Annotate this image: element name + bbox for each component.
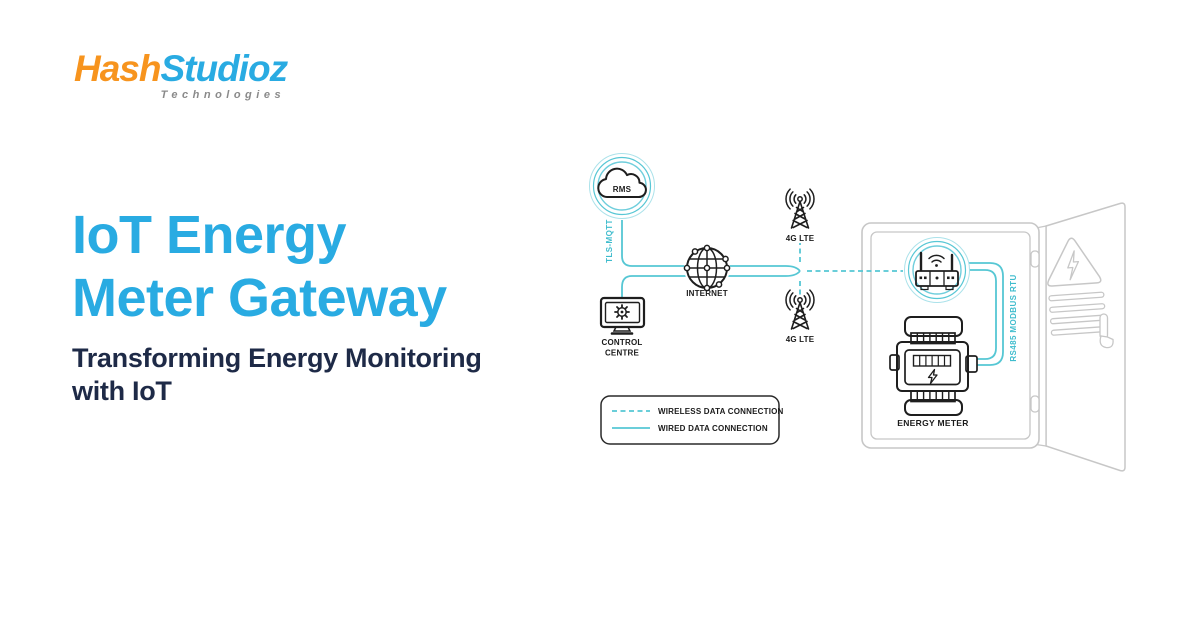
internet-globe-icon: INTERNET bbox=[683, 244, 731, 298]
control-centre-label-line1: CONTROL bbox=[602, 338, 643, 347]
cell-tower-top-icon bbox=[785, 188, 815, 229]
energy-meter-icon bbox=[889, 316, 978, 416]
lte-top-label: 4G LTE bbox=[786, 234, 815, 243]
brand-name-hash: Hash bbox=[74, 48, 161, 89]
page-subtitle-line2: with IoT bbox=[72, 376, 172, 406]
page-title: IoT Energy Meter Gateway bbox=[72, 204, 482, 330]
energy-meter-label: ENERGY METER bbox=[897, 418, 968, 428]
brand-name-studioz: Studioz bbox=[160, 48, 288, 89]
page-title-line1: IoT Energy bbox=[72, 205, 347, 265]
lte-bottom-label: 4G LTE bbox=[786, 335, 815, 344]
page-subtitle: Transforming Energy Monitoring with IoT bbox=[72, 342, 482, 408]
hinge-bottom bbox=[1030, 395, 1040, 413]
gateway-router-node bbox=[904, 237, 970, 303]
control-centre-node: CONTROL CENTRE bbox=[599, 296, 646, 358]
rs485-wire-outer bbox=[959, 262, 1004, 366]
door-vent-slats bbox=[1048, 291, 1107, 336]
brand-tagline: Technologies bbox=[160, 89, 286, 101]
cloud-icon: RMS bbox=[597, 167, 647, 199]
warning-triangle-icon bbox=[1047, 237, 1102, 287]
rs485-wire-inner bbox=[959, 269, 997, 360]
hinge-top bbox=[1030, 250, 1040, 268]
door-handle bbox=[1099, 313, 1114, 349]
page-subtitle-line1: Transforming Energy Monitoring bbox=[72, 343, 482, 373]
iot-architecture-diagram: TLS-MQTT RS485 MODBUS RTU RMS INT bbox=[589, 153, 1126, 472]
energy-meter-node: ENERGY METER bbox=[889, 316, 978, 428]
monitor-gear-icon bbox=[599, 296, 646, 335]
control-centre-label-line2: CENTRE bbox=[605, 349, 640, 358]
rs485-modbus-label: RS485 MODBUS RTU bbox=[1009, 274, 1018, 361]
tls-mqtt-label: TLS-MQTT bbox=[605, 219, 614, 263]
brand-name: HashStudioz bbox=[74, 48, 288, 89]
internet-label: INTERNET bbox=[686, 289, 728, 298]
brand-logo: HashStudioz Technologies bbox=[74, 48, 288, 101]
wired-connections bbox=[621, 220, 1004, 366]
legend-wired-label: WIRED DATA CONNECTION bbox=[658, 424, 768, 433]
page-title-line2: Meter Gateway bbox=[72, 268, 447, 328]
wireless-connections bbox=[799, 243, 903, 295]
router-icon bbox=[915, 251, 959, 291]
rms-cloud-node: RMS bbox=[589, 153, 655, 219]
legend: WIRELESS DATA CONNECTION WIRED DATA CONN… bbox=[600, 395, 784, 445]
hero-text-block: IoT Energy Meter Gateway Transforming En… bbox=[72, 204, 482, 408]
cabinet-door bbox=[1032, 202, 1126, 472]
cell-tower-bottom-icon bbox=[785, 289, 815, 330]
rms-label: RMS bbox=[613, 185, 632, 194]
legend-wireless-label: WIRELESS DATA CONNECTION bbox=[658, 407, 784, 416]
